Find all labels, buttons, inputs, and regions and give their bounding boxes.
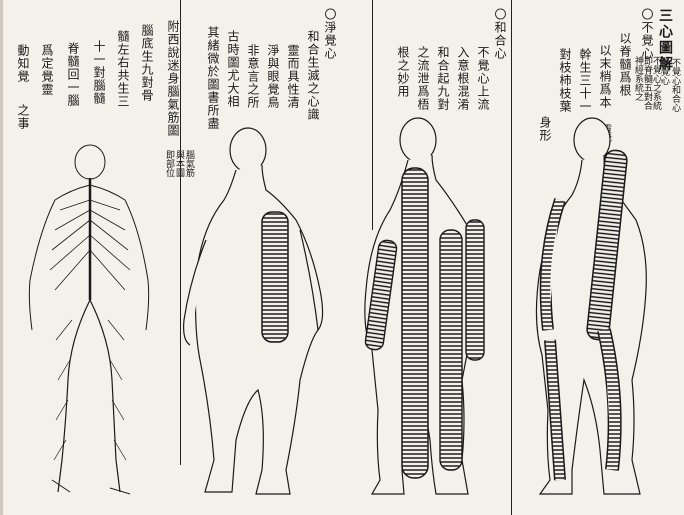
- jingjue-figure: [184, 128, 323, 494]
- bujue-figure: [536, 118, 646, 494]
- nervous-system-back-figure: [29, 145, 148, 494]
- hehe-figure: [364, 118, 484, 494]
